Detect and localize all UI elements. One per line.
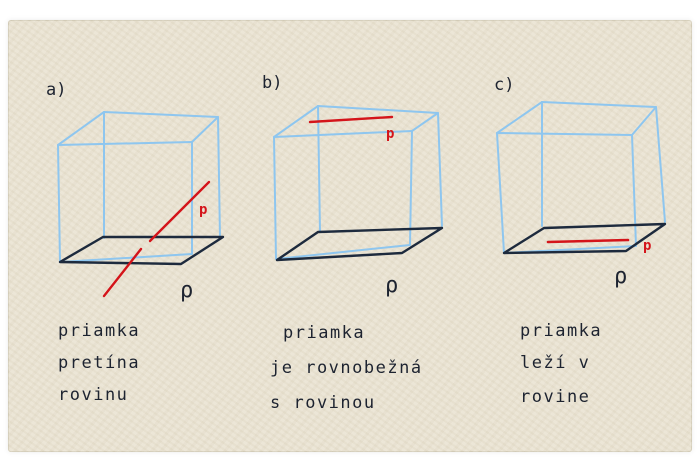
panel-b-line-label: p: [386, 126, 394, 142]
panel-a-plane-label: ρ: [180, 278, 193, 303]
panel-a-desc-line-3: rovinu: [58, 385, 128, 405]
cube-b-front-face: [273, 130, 413, 260]
panel-b-desc-line-1: priamka: [283, 323, 365, 343]
cube-c-back-edges: [541, 101, 666, 223]
panel-a-plane: [58, 235, 225, 266]
panel-a-desc-line-1: priamka: [58, 321, 140, 341]
panel-a-cube: [57, 111, 221, 263]
panel-c-desc-line-1: priamka: [520, 321, 602, 341]
panel-c: c) p ρ priamka leží v rovine: [494, 75, 667, 407]
cube-a-front-face: [57, 141, 193, 263]
panel-b: b) p ρ priamka je rovnobežná s rovinou: [262, 73, 444, 413]
panel-c-plane-label: ρ: [614, 264, 627, 289]
panel-a-line-label: p: [199, 202, 207, 218]
cube-b-back-vertical: [317, 105, 321, 233]
panel-a: a) p ρ priamka pretína rovinu: [46, 80, 225, 405]
panel-c-desc-line-3: rovine: [520, 387, 590, 407]
panel-a-label: a): [46, 80, 66, 100]
panel-c-label: c): [494, 75, 514, 95]
cube-c-front-face: [496, 132, 637, 254]
panel-a-line-above: [148, 180, 211, 243]
cube-b-top-left-edge: [273, 105, 319, 138]
cube-c-top-right-edge: [631, 106, 657, 136]
panel-b-label: b): [262, 73, 282, 93]
panel-c-line-label: p: [643, 238, 651, 254]
paper-sheet: [8, 20, 692, 452]
panel-b-line: [308, 115, 394, 124]
panel-b-cube: [273, 105, 443, 260]
panel-b-desc-line-3: s rovinou: [270, 393, 376, 413]
cube-a-top-right-edge: [191, 116, 219, 143]
panel-b-plane: [275, 226, 444, 262]
panel-b-desc-line-2: je rovnobežná: [270, 358, 423, 378]
cube-a-top-left-edge: [57, 111, 105, 146]
panel-c-desc-line-2: leží v: [520, 353, 590, 373]
panel-c-line: [546, 238, 630, 244]
panel-b-plane-label: ρ: [385, 273, 398, 298]
cube-b-top-right-edge: [411, 112, 439, 132]
cube-c-top-left-edge: [496, 101, 543, 134]
panel-a-desc-line-2: pretína: [58, 353, 140, 373]
panel-c-cube: [496, 101, 666, 254]
panel-c-plane: [502, 222, 667, 255]
panel-a-line-below: [102, 247, 143, 298]
